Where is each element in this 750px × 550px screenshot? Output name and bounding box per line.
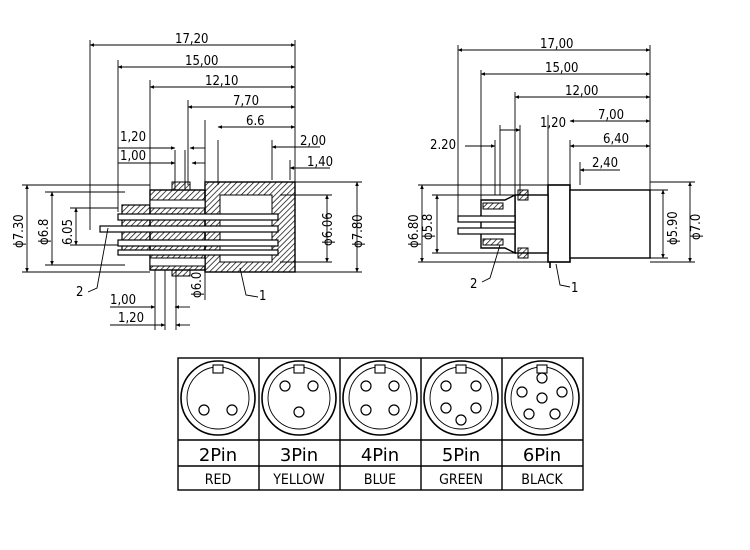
dim-dia-5-8: ϕ5.8 bbox=[421, 214, 436, 240]
dim-7-00: 7,00 bbox=[598, 108, 624, 123]
dim-6-40: 6,40 bbox=[603, 132, 629, 147]
dim-1-00-bottom: 1,00 bbox=[110, 293, 136, 308]
left-dimension-labels: 17,20 15,00 12,10 7,70 6.6 2,00 1,40 1,2… bbox=[12, 32, 366, 326]
right-callout-leaders bbox=[481, 244, 571, 288]
color-label-yellow: YELLOW bbox=[272, 472, 325, 488]
color-label-blue: BLUE bbox=[364, 472, 396, 488]
dim-12-10: 12,10 bbox=[205, 74, 238, 89]
right-side-view: 17,00 15,00 12,00 7,00 6,40 2,40 2.20 1,… bbox=[407, 37, 704, 296]
right-dimension-lines bbox=[420, 48, 692, 263]
table-border bbox=[177, 357, 584, 491]
right-connector-body bbox=[457, 184, 651, 268]
connector-face-2pin bbox=[180, 360, 256, 436]
right-extension-lines bbox=[418, 45, 695, 263]
dim-2-00: 2,00 bbox=[300, 134, 326, 149]
dim-17-00: 17,00 bbox=[540, 37, 573, 52]
left-callout-leaders bbox=[87, 227, 259, 298]
color-label-black: BLACK bbox=[521, 472, 563, 488]
dim-dia-7-0: ϕ7.0 bbox=[689, 214, 704, 240]
color-label-green: GREEN bbox=[439, 472, 483, 488]
dim-2-40: 2,40 bbox=[592, 156, 618, 171]
dim-dia-7-80: ϕ7.80 bbox=[351, 214, 366, 248]
dim-1-20-bottom: 1,20 bbox=[118, 311, 144, 326]
pin-label-3: 3Pin bbox=[280, 445, 318, 466]
pin-label-6: 6Pin bbox=[523, 445, 561, 466]
callout-1-left: 1 bbox=[259, 289, 266, 304]
callout-2-left: 2 bbox=[76, 285, 83, 300]
dim-17-20: 17,20 bbox=[175, 32, 208, 47]
left-side-view: 17,20 15,00 12,10 7,70 6.6 2,00 1,40 1,2… bbox=[12, 32, 366, 330]
pin-configuration-table: 2Pin 3Pin 4Pin 5Pin 6Pin RED YELLOW BLUE… bbox=[177, 357, 584, 491]
left-dimension-lines bbox=[25, 43, 359, 327]
dim-1-00-top: 1,00 bbox=[120, 149, 146, 164]
dim-1-20-top: 1,20 bbox=[120, 130, 146, 145]
connector-face-5pin bbox=[423, 360, 499, 436]
dim-6-05: 6.05 bbox=[61, 219, 76, 245]
dim-dia-6-80: ϕ6.80 bbox=[407, 214, 422, 248]
dim-dia-6-8: ϕ6.8 bbox=[37, 219, 52, 245]
pin-label-2: 2Pin bbox=[199, 445, 237, 466]
dim-15-00: 15,00 bbox=[185, 54, 218, 69]
left-connector-body bbox=[99, 181, 296, 277]
dim-dia-6-06: ϕ6.06 bbox=[321, 212, 336, 246]
dim-dia-7-30: ϕ7.30 bbox=[12, 214, 27, 248]
color-label-red: RED bbox=[205, 472, 231, 488]
dim-1-20-right: 1,20 bbox=[540, 116, 566, 131]
dim-dia-5-90: ϕ5.90 bbox=[666, 211, 681, 245]
right-dimension-labels: 17,00 15,00 12,00 7,00 6,40 2,40 2.20 1,… bbox=[407, 37, 704, 296]
pin-label-5: 5Pin bbox=[442, 445, 480, 466]
dim-6-6: 6.6 bbox=[246, 114, 265, 129]
connector-face-4pin bbox=[342, 360, 418, 436]
dim-dia-6-0: ϕ6.0 bbox=[190, 272, 205, 298]
pin-holes bbox=[198, 372, 568, 426]
pin-label-4: 4Pin bbox=[361, 445, 399, 466]
connector-face-3pin bbox=[261, 360, 337, 436]
dim-15-00-right: 15,00 bbox=[545, 61, 578, 76]
dim-2-20: 2.20 bbox=[430, 138, 456, 153]
callout-2-right: 2 bbox=[470, 277, 477, 292]
connector-face-6pin bbox=[504, 360, 580, 436]
dim-7-70: 7,70 bbox=[233, 94, 259, 109]
dim-1-40: 1,40 bbox=[307, 155, 333, 170]
dim-12-00: 12,00 bbox=[565, 84, 598, 99]
left-extension-lines bbox=[22, 40, 362, 330]
callout-1-right: 1 bbox=[571, 281, 578, 296]
